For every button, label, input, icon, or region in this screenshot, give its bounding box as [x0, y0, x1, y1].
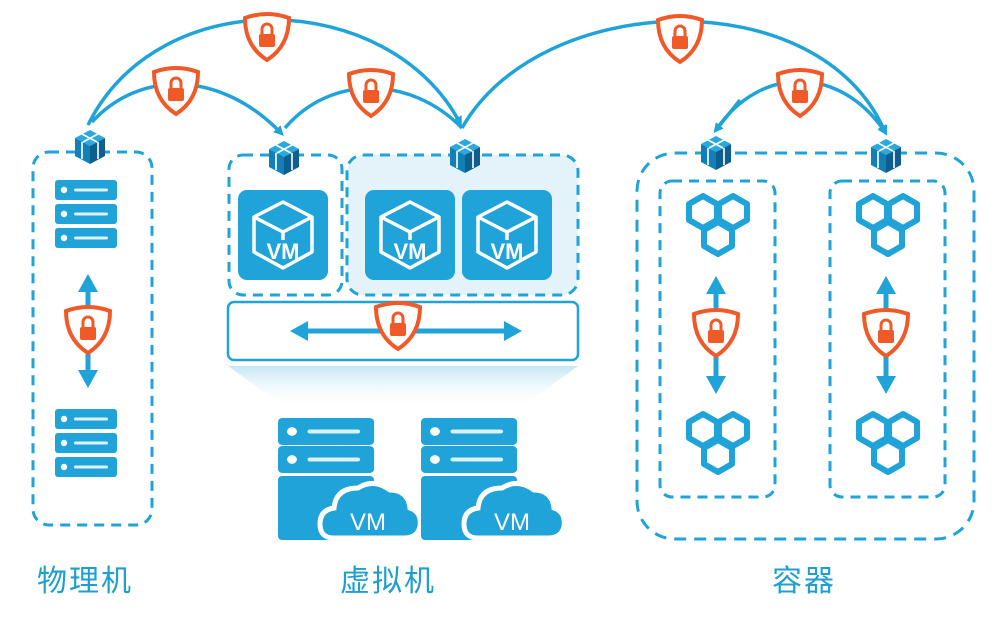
lock-shield-icon	[692, 308, 740, 358]
network-node-icon	[870, 138, 902, 174]
vm-tile: VM	[460, 188, 554, 282]
vm-cloud-label: VM	[350, 509, 386, 536]
container-pod-right	[828, 179, 947, 499]
vm-label: VM	[267, 239, 300, 264]
container-hexagon-icon	[689, 414, 747, 472]
network-node-icon	[700, 135, 732, 171]
vm-tile: VM	[363, 188, 457, 282]
vm-label: VM	[491, 239, 524, 264]
server-icon	[55, 180, 117, 248]
vm-host-server: VM	[421, 418, 564, 540]
lock-shield-icon	[776, 68, 824, 118]
lock-shield-icon	[656, 14, 704, 64]
container-outer-group	[635, 151, 976, 541]
vm-cloud-label: VM	[494, 509, 530, 536]
container-hexagon-icon	[859, 196, 917, 254]
lock-shield-icon	[64, 305, 112, 355]
vm-tile: VM	[236, 188, 330, 282]
lock-shield-icon	[243, 12, 291, 62]
network-node-icon	[74, 129, 106, 165]
container-hexagon-icon	[689, 196, 747, 254]
vm-label: VM	[394, 239, 427, 264]
physical-machine-label: 物理机	[37, 564, 133, 599]
connection-arcs	[86, 18, 888, 136]
lock-shield-icon	[347, 68, 395, 118]
network-node-icon	[268, 140, 300, 176]
projection-fade	[228, 366, 578, 408]
lock-shield-icon	[862, 308, 910, 358]
container-pod-left	[658, 179, 777, 499]
virtual-machine-label: 虚拟机	[340, 564, 436, 599]
server-icon	[55, 409, 117, 477]
container-label: 容器	[772, 564, 836, 599]
vm-host-server: VM	[278, 418, 420, 540]
container-hexagon-icon	[859, 414, 917, 472]
lock-shield-icon	[152, 66, 200, 116]
